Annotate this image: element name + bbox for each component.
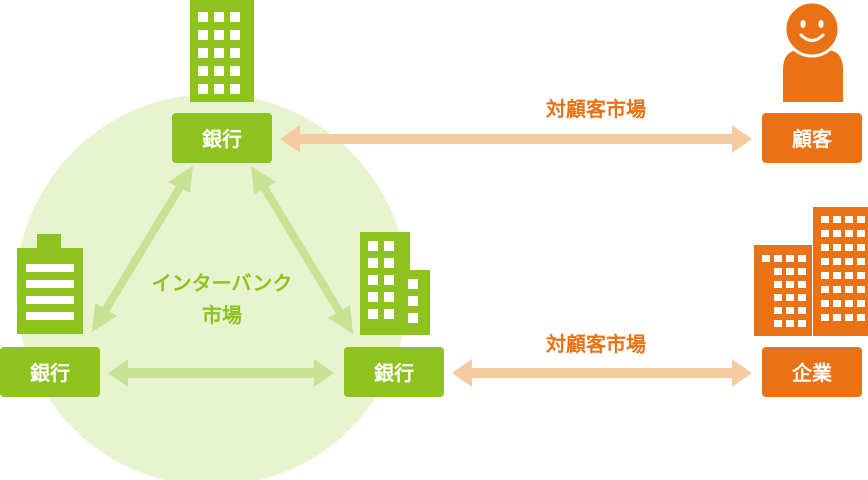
interbank-arrow-top-right [251,166,353,334]
bank-label-right: 銀行 [374,361,414,385]
interbank-arrow-top-left [92,166,193,332]
right-bank-building-icon [360,232,430,335]
bank-label-left: 銀行 [30,361,70,385]
top-bank-building-icon [190,0,254,102]
customer-market-label-upper: 対顧客市場 [545,97,646,121]
bank-box-left: 銀行 [0,347,100,397]
interbank-market-label-line2: 市場 [202,303,242,327]
customer-label: 顧客 [792,127,833,151]
customer-market-arrow-upper [280,125,752,153]
person-icon [783,0,843,102]
company-label: 企業 [791,361,833,385]
bank-label-top: 銀行 [202,127,242,151]
bank-box-top: 銀行 [172,113,272,163]
left-bank-building-icon [17,234,83,334]
customer-market-label-lower: 対顧客市場 [545,332,646,356]
interbank-market-label-line1: インターバンク [152,271,293,295]
office-buildings-icon [754,207,868,336]
interbank-arrow-bottom [108,359,334,387]
interbank-market-area [16,94,408,480]
company-box: 企業 [762,347,862,397]
customer-market-arrow-lower [452,359,752,387]
customer-box: 顧客 [762,113,862,163]
bank-box-right: 銀行 [344,347,444,397]
